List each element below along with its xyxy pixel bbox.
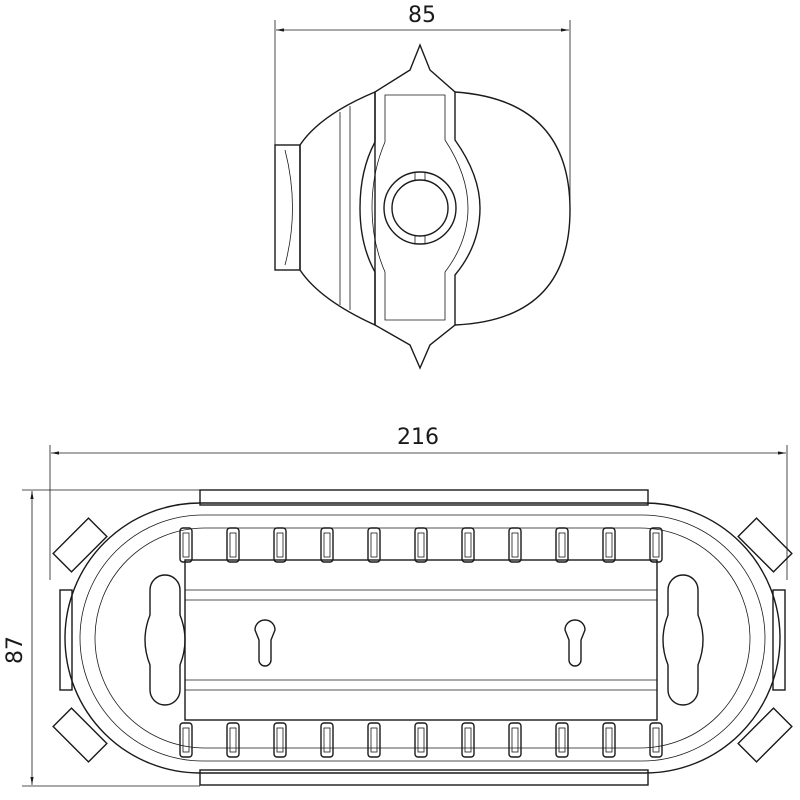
corner-lug-top-left [52,517,108,573]
clip-top [414,527,428,563]
corner-lug-bottom-left [52,707,108,763]
clip-bottom [649,722,663,758]
length-dimension-label: 216 [397,425,439,450]
clip-slot [229,727,237,753]
clip-slot [605,727,613,753]
side-slot-left [144,574,186,706]
end-cap-left [59,589,73,691]
clip-slot [511,727,519,753]
body-left [299,90,376,327]
clip-slot [464,532,472,558]
housing-inner [94,527,751,749]
clip-slot [276,532,284,558]
end-plate-curve [284,149,293,266]
clip-top [179,527,193,563]
clip-bottom [461,722,475,758]
clip-top [273,527,287,563]
clip-bottom [414,722,428,758]
housing-outline [64,502,781,774]
ring-notch [414,235,426,245]
clip-top [555,527,569,563]
clip-slot [605,532,613,558]
clip-bottom [320,722,334,758]
end-cap-right [772,589,786,691]
keyhole-right [564,619,586,667]
top-view: 85 [274,3,571,370]
keyhole-left [254,619,276,667]
clip-top [226,527,240,563]
clip-slot [558,532,566,558]
clip-bottom [555,722,569,758]
front-view: 216 87 [3,425,793,787]
clip-bottom [179,722,193,758]
clip-slot [370,532,378,558]
clip-slot [229,532,237,558]
side-slot-right [662,574,704,706]
clip-bottom [273,722,287,758]
clip-top [508,527,522,563]
clip-top [649,527,663,563]
width-dimension-label: 85 [408,3,436,28]
clip-slot [652,532,660,558]
clip-top [320,527,334,563]
clip-bottom [226,722,240,758]
clip-slot [652,727,660,753]
clip-slot [323,532,331,558]
top-strip [199,489,649,506]
corner-lug-top-right [737,517,793,573]
clip-slot [182,727,190,753]
clip-slot [323,727,331,753]
end-plate [274,144,301,271]
clip-slot [276,727,284,753]
clip-slot [558,727,566,753]
clip-bottom [508,722,522,758]
clamp-body [359,43,481,370]
clip-slot [370,727,378,753]
clip-slot [511,532,519,558]
height-dimension-label: 87 [3,636,28,664]
clip-rows [179,527,663,758]
housing-rim [79,514,766,762]
clip-top [602,527,616,563]
mounting-plate [184,559,658,721]
clip-bottom [367,722,381,758]
clamp-inner [371,94,469,321]
clip-slot [464,727,472,753]
clip-slot [417,727,425,753]
cable-ring-outer [383,171,457,245]
clip-top [367,527,381,563]
clip-bottom [602,722,616,758]
ring-notch [414,171,426,181]
dome [454,91,571,326]
clip-top [461,527,475,563]
cable-ring-inner [391,179,449,237]
clip-slot [417,532,425,558]
bottom-strip [199,769,649,786]
clip-slot [182,532,190,558]
corner-lug-bottom-right [737,707,793,763]
